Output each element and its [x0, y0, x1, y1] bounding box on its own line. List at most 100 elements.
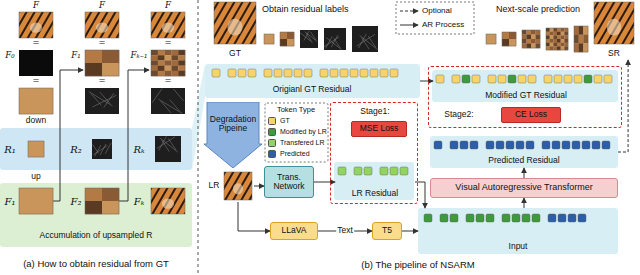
- image-frame: [19, 88, 53, 114]
- token: [390, 167, 398, 175]
- token: [582, 141, 590, 149]
- mosaic-image: [264, 34, 274, 44]
- token: [330, 69, 338, 77]
- token: [486, 214, 494, 222]
- mosaic-cell: [19, 188, 53, 214]
- node-text: GT: [228, 49, 242, 58]
- mosaic-cell: [579, 26, 584, 35]
- residual-detail: [168, 138, 176, 150]
- token-band: Predicted Residual: [430, 136, 618, 168]
- mosaic-cell: [579, 35, 584, 44]
- symbol-label: Fₖ₋₁: [131, 51, 148, 60]
- token: [568, 214, 576, 222]
- mosaic-cell: [574, 43, 579, 52]
- mosaic-cell: [561, 39, 565, 43]
- token: [264, 69, 272, 77]
- image-frame: [574, 26, 588, 52]
- mosaic-cell: [553, 39, 557, 43]
- legend-row: Predicted: [268, 148, 327, 159]
- tiger-image: [151, 12, 185, 38]
- token: [476, 214, 484, 222]
- token: [578, 214, 586, 222]
- mosaic-cell: [557, 43, 561, 47]
- mosaic-cell: [557, 28, 561, 32]
- token: [564, 75, 572, 83]
- legend-text: Predicted: [280, 150, 310, 157]
- symbol-label: F: [165, 1, 171, 10]
- residual-band: R₁R₂Rₖ: [0, 128, 192, 170]
- panel-divider: [198, 0, 199, 275]
- accumulation-band: F₁F₂FₖAccumulation of upsampled R: [0, 183, 192, 247]
- image-face: [607, 19, 621, 36]
- mosaic-cell: [564, 46, 568, 50]
- legend-swatch: [268, 117, 276, 125]
- mosaic-cell: [561, 32, 565, 36]
- mosaic-cell: [557, 46, 561, 50]
- mosaic-cell: [531, 35, 536, 40]
- token: [518, 75, 526, 83]
- token-row: [434, 141, 610, 149]
- image-frame: [522, 30, 540, 48]
- residual-detail: [93, 146, 107, 155]
- mosaic-cell: [264, 34, 274, 44]
- residual-detail: [361, 37, 369, 49]
- token: [436, 75, 444, 83]
- mosaic-cell: [553, 46, 557, 50]
- process-box: Trans. Network: [264, 166, 314, 198]
- token: [434, 141, 442, 149]
- loss-box: CE Loss: [501, 107, 561, 123]
- subfigure-caption: (a) How to obtain residual from GT: [23, 259, 169, 269]
- mosaic-cell: [151, 55, 158, 60]
- token: [364, 167, 372, 175]
- image-body: [92, 139, 112, 159]
- tiger-image: [19, 12, 53, 38]
- token: [470, 141, 478, 149]
- feedback-arrow: [119, 70, 149, 201]
- legend-frame: [396, 2, 474, 34]
- mosaic-cell: [557, 35, 561, 39]
- tiger-image: [151, 188, 185, 214]
- token: [452, 75, 460, 83]
- mosaic-cell: [158, 60, 165, 65]
- token: [516, 141, 524, 149]
- mosaic-cell: [583, 43, 588, 52]
- residual-detail: [311, 32, 316, 40]
- node-text: T5: [381, 226, 393, 235]
- token-row: [338, 167, 408, 175]
- mosaic-cell: [287, 32, 294, 39]
- edge-label: Text: [336, 226, 354, 235]
- flow-arrow: [254, 186, 264, 187]
- dashed-arrow: [618, 60, 628, 152]
- residual-detail: [306, 33, 311, 41]
- residual-detail: [152, 89, 162, 103]
- residual-detail: [326, 38, 341, 50]
- residual-detail: [334, 38, 341, 48]
- image-frame: [546, 28, 568, 50]
- residual-image: [92, 139, 112, 159]
- flow-arrow: [402, 231, 418, 232]
- node-text: Visual Autoregressive Transformer: [454, 183, 593, 193]
- section-label: Obtain residual labels: [262, 5, 349, 15]
- token: [274, 69, 282, 77]
- token: [522, 214, 530, 222]
- arrow-shape: [204, 102, 262, 168]
- mosaic-cell: [564, 35, 568, 39]
- subfigure-caption: (b) The pipeline of NSARM: [361, 260, 474, 270]
- mosaic-cell: [178, 55, 185, 60]
- mosaic-cell: [102, 50, 119, 63]
- mosaic-cell: [564, 43, 568, 47]
- token: [460, 141, 468, 149]
- legend-row: Transfered LR: [268, 137, 327, 148]
- residual-detail: [359, 34, 367, 48]
- symbol-label: F: [99, 1, 105, 10]
- mosaic-cell: [171, 71, 178, 76]
- mosaic-cell: [550, 43, 554, 47]
- mosaic-cell: [522, 39, 527, 44]
- mosaic-cell: [561, 43, 565, 47]
- mosaic-cell: [561, 28, 565, 32]
- mosaic-cell: [158, 66, 165, 71]
- token: [532, 214, 540, 222]
- token: [466, 214, 474, 222]
- image-frame: [19, 188, 53, 214]
- node-text: Input: [508, 242, 529, 251]
